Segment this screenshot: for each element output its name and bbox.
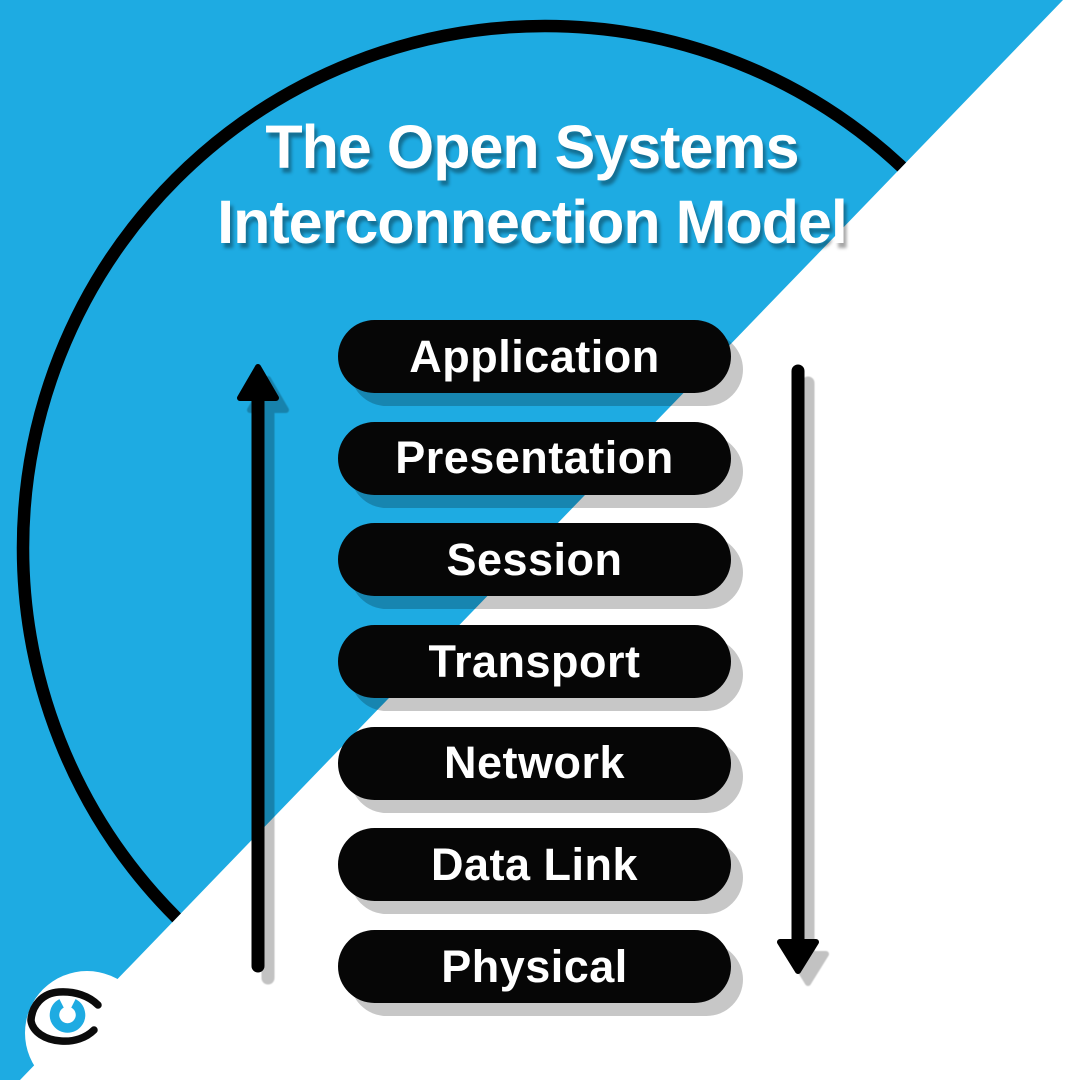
eye-icon xyxy=(27,988,102,1045)
title-line-2: Interconnection Model xyxy=(217,188,848,256)
osi-layer-pill-transport: Transport xyxy=(338,625,731,699)
up-arrow-icon xyxy=(237,364,279,973)
osi-layer-pill-network: Network xyxy=(338,726,731,800)
down-arrow-icon xyxy=(777,364,819,974)
osi-layer-pill-session: Session xyxy=(338,523,731,597)
osi-layer-pill-physical: Physical xyxy=(338,930,731,1004)
osi-layer-stack: Application Presentation Session Transpo… xyxy=(338,320,731,1004)
logo-background-circle xyxy=(25,971,149,1080)
osi-layer-pill-application: Application xyxy=(338,320,731,393)
osi-layer-pill-datalink: Data Link xyxy=(338,828,731,902)
osi-layer-pill-presentation: Presentation xyxy=(338,421,731,495)
page-title: The Open Systems Interconnection Model xyxy=(132,110,932,260)
title-line-1: The Open Systems xyxy=(265,113,799,181)
eye-logo xyxy=(25,971,149,1080)
